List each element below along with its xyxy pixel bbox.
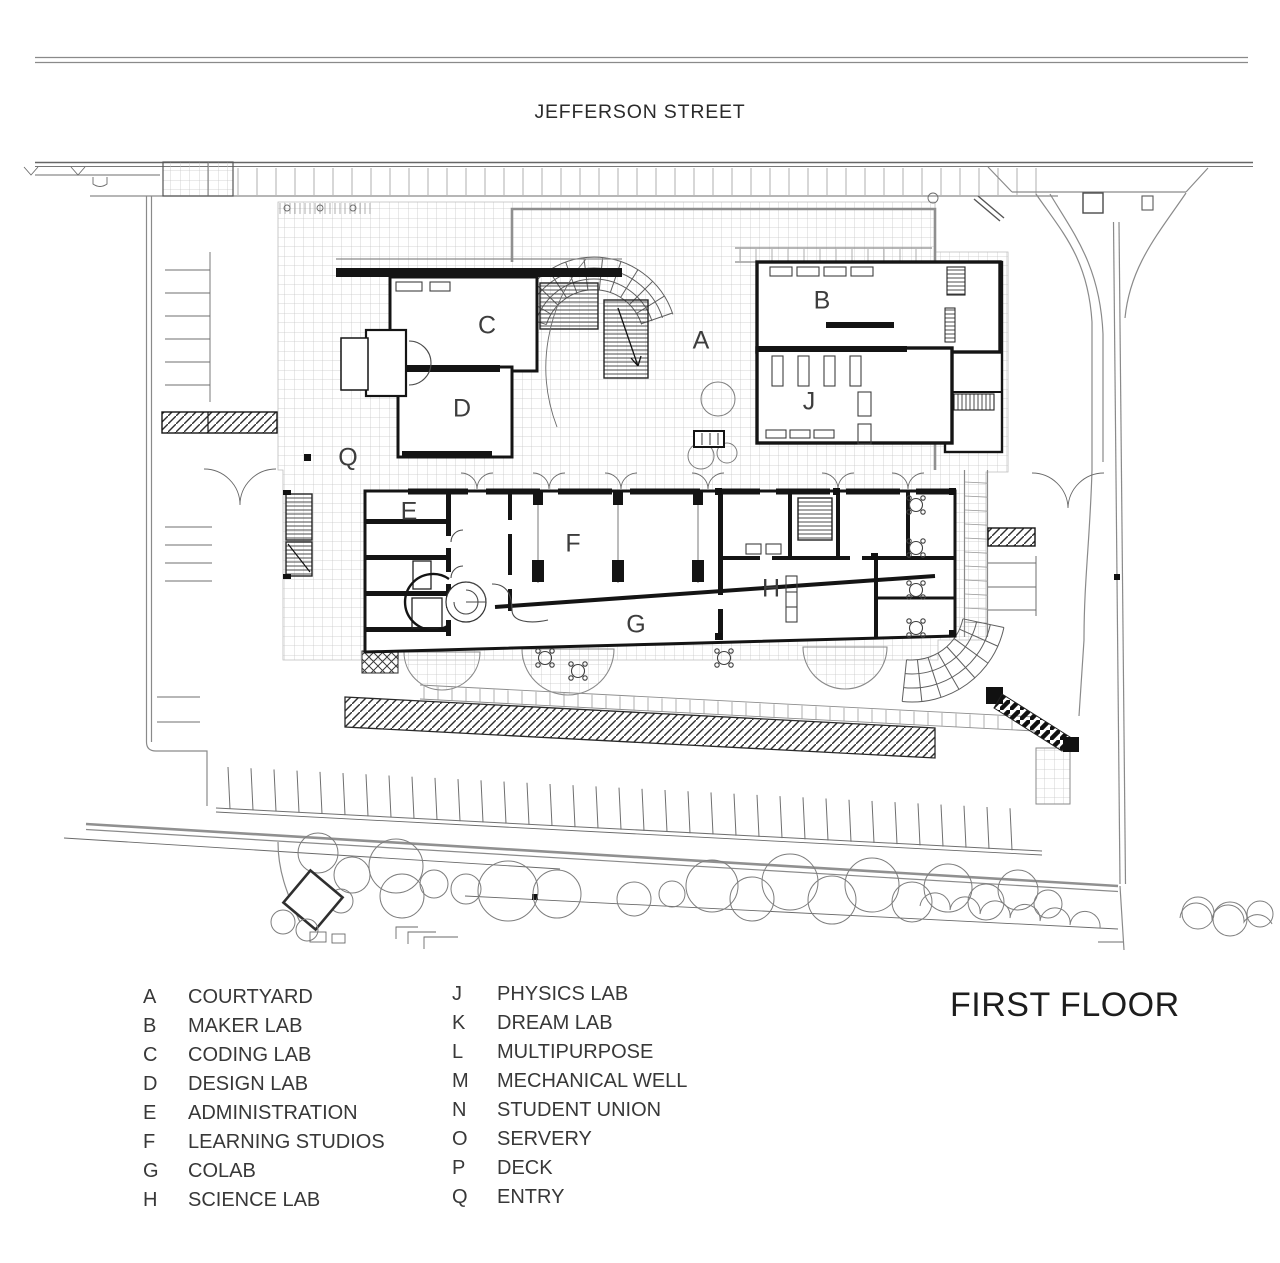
building-classroom-wing [363, 472, 957, 654]
plan-label-coding-lab: C [477, 311, 497, 340]
west-parking [157, 252, 278, 723]
plan-label-entry: Q [338, 443, 358, 472]
east-walk [963, 470, 1105, 637]
plan-label-science-lab: H [761, 574, 781, 603]
plan-label-maker-lab: B [813, 286, 831, 315]
southeast-stair-fan [901, 618, 1079, 752]
building-coding-design-lab [336, 258, 622, 459]
sheet-title: FIRST FLOOR [950, 986, 1180, 1024]
street-name-label: JEFFERSON STREET [534, 101, 746, 123]
plan-label-learning-studios: F [565, 529, 581, 558]
south-terrace-walk [344, 684, 1036, 759]
amphitheater [514, 256, 674, 428]
plan-label-colab: G [626, 610, 646, 639]
plan-label-courtyard: A [692, 326, 710, 355]
west-entry-stair [283, 490, 313, 579]
outdoor-tables [535, 495, 926, 681]
courtyard-landscape [203, 381, 738, 674]
site-boundary [63, 196, 1127, 951]
east-driveway [1035, 192, 1187, 717]
landscape-trees [270, 832, 1274, 949]
south-parking [215, 766, 1043, 856]
plan-label-administration: E [400, 497, 418, 526]
building-maker-physics-lab [755, 260, 1004, 454]
plan-label-physics-lab: J [802, 387, 816, 416]
street-band [23, 56, 1253, 222]
plan-label-design-lab: D [452, 394, 472, 423]
